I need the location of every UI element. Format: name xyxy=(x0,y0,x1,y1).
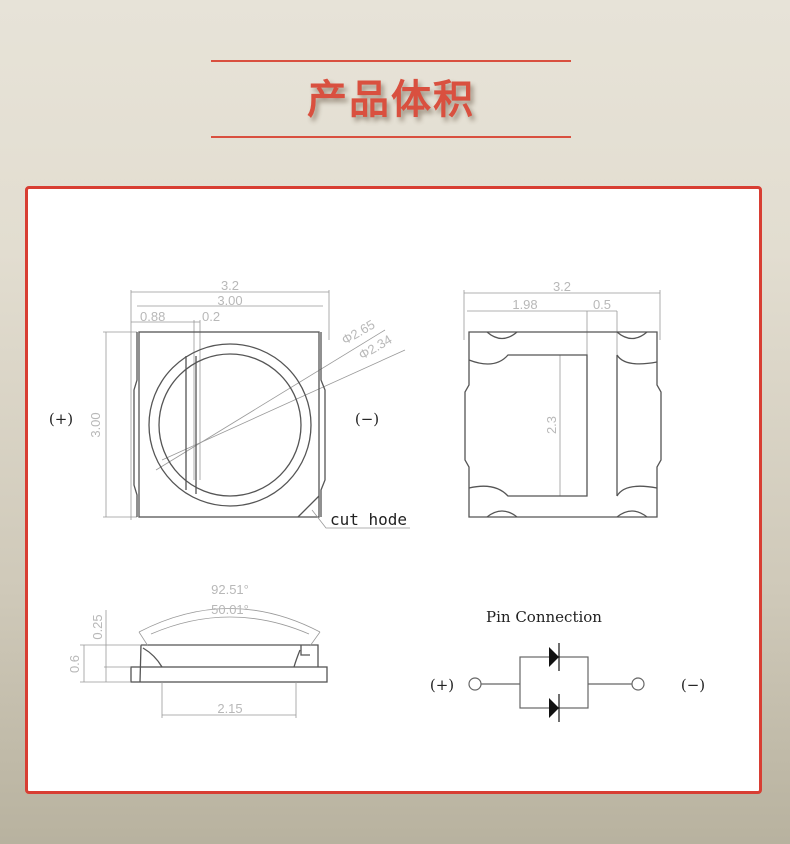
dim-pad-width: 1.98 xyxy=(512,297,537,312)
bottom-view-drawing xyxy=(463,290,662,518)
dim-pad-height: 2.3 xyxy=(544,416,559,434)
dim-total-height: 0.6 xyxy=(67,655,82,673)
cut-hode-label: cut hode xyxy=(330,510,407,529)
dim-gap: 0.5 xyxy=(593,297,611,312)
title-rule-top xyxy=(211,60,571,62)
dim-overall-width: 3.2 xyxy=(221,278,239,293)
top-view-drawing xyxy=(103,290,410,529)
dim-offset-b: 0.2 xyxy=(202,309,220,324)
pin-connection-title: Pin Connection xyxy=(486,608,602,626)
dim-offset-a: 0.88 xyxy=(140,309,165,324)
top-cathode-label: (−) xyxy=(355,410,379,428)
page-title: 产品体积 xyxy=(307,77,475,123)
dim-bottom-overall-width: 3.2 xyxy=(553,279,571,294)
diode-icon xyxy=(549,643,560,671)
dim-body-width: 3.00 xyxy=(217,293,242,308)
cathode-terminal-icon xyxy=(631,677,645,691)
side-view-drawing xyxy=(80,608,328,718)
pin-cathode-label: (−) xyxy=(681,676,705,694)
anode-terminal-icon xyxy=(468,677,482,691)
dim-top-height: 0.25 xyxy=(90,614,105,639)
pin-anode-label: (+) xyxy=(430,676,454,694)
diode-icon xyxy=(549,694,560,722)
title-rule-bottom xyxy=(211,136,571,138)
dim-height: 3.00 xyxy=(88,412,103,437)
dim-outer-angle: 92.51° xyxy=(211,582,249,597)
top-anode-label: (+) xyxy=(49,410,73,428)
dimension-panel xyxy=(25,186,762,794)
dim-inner-angle: 50.01° xyxy=(211,602,249,617)
dim-base-width: 2.15 xyxy=(217,701,242,716)
pin-connection-schematic xyxy=(468,643,645,722)
